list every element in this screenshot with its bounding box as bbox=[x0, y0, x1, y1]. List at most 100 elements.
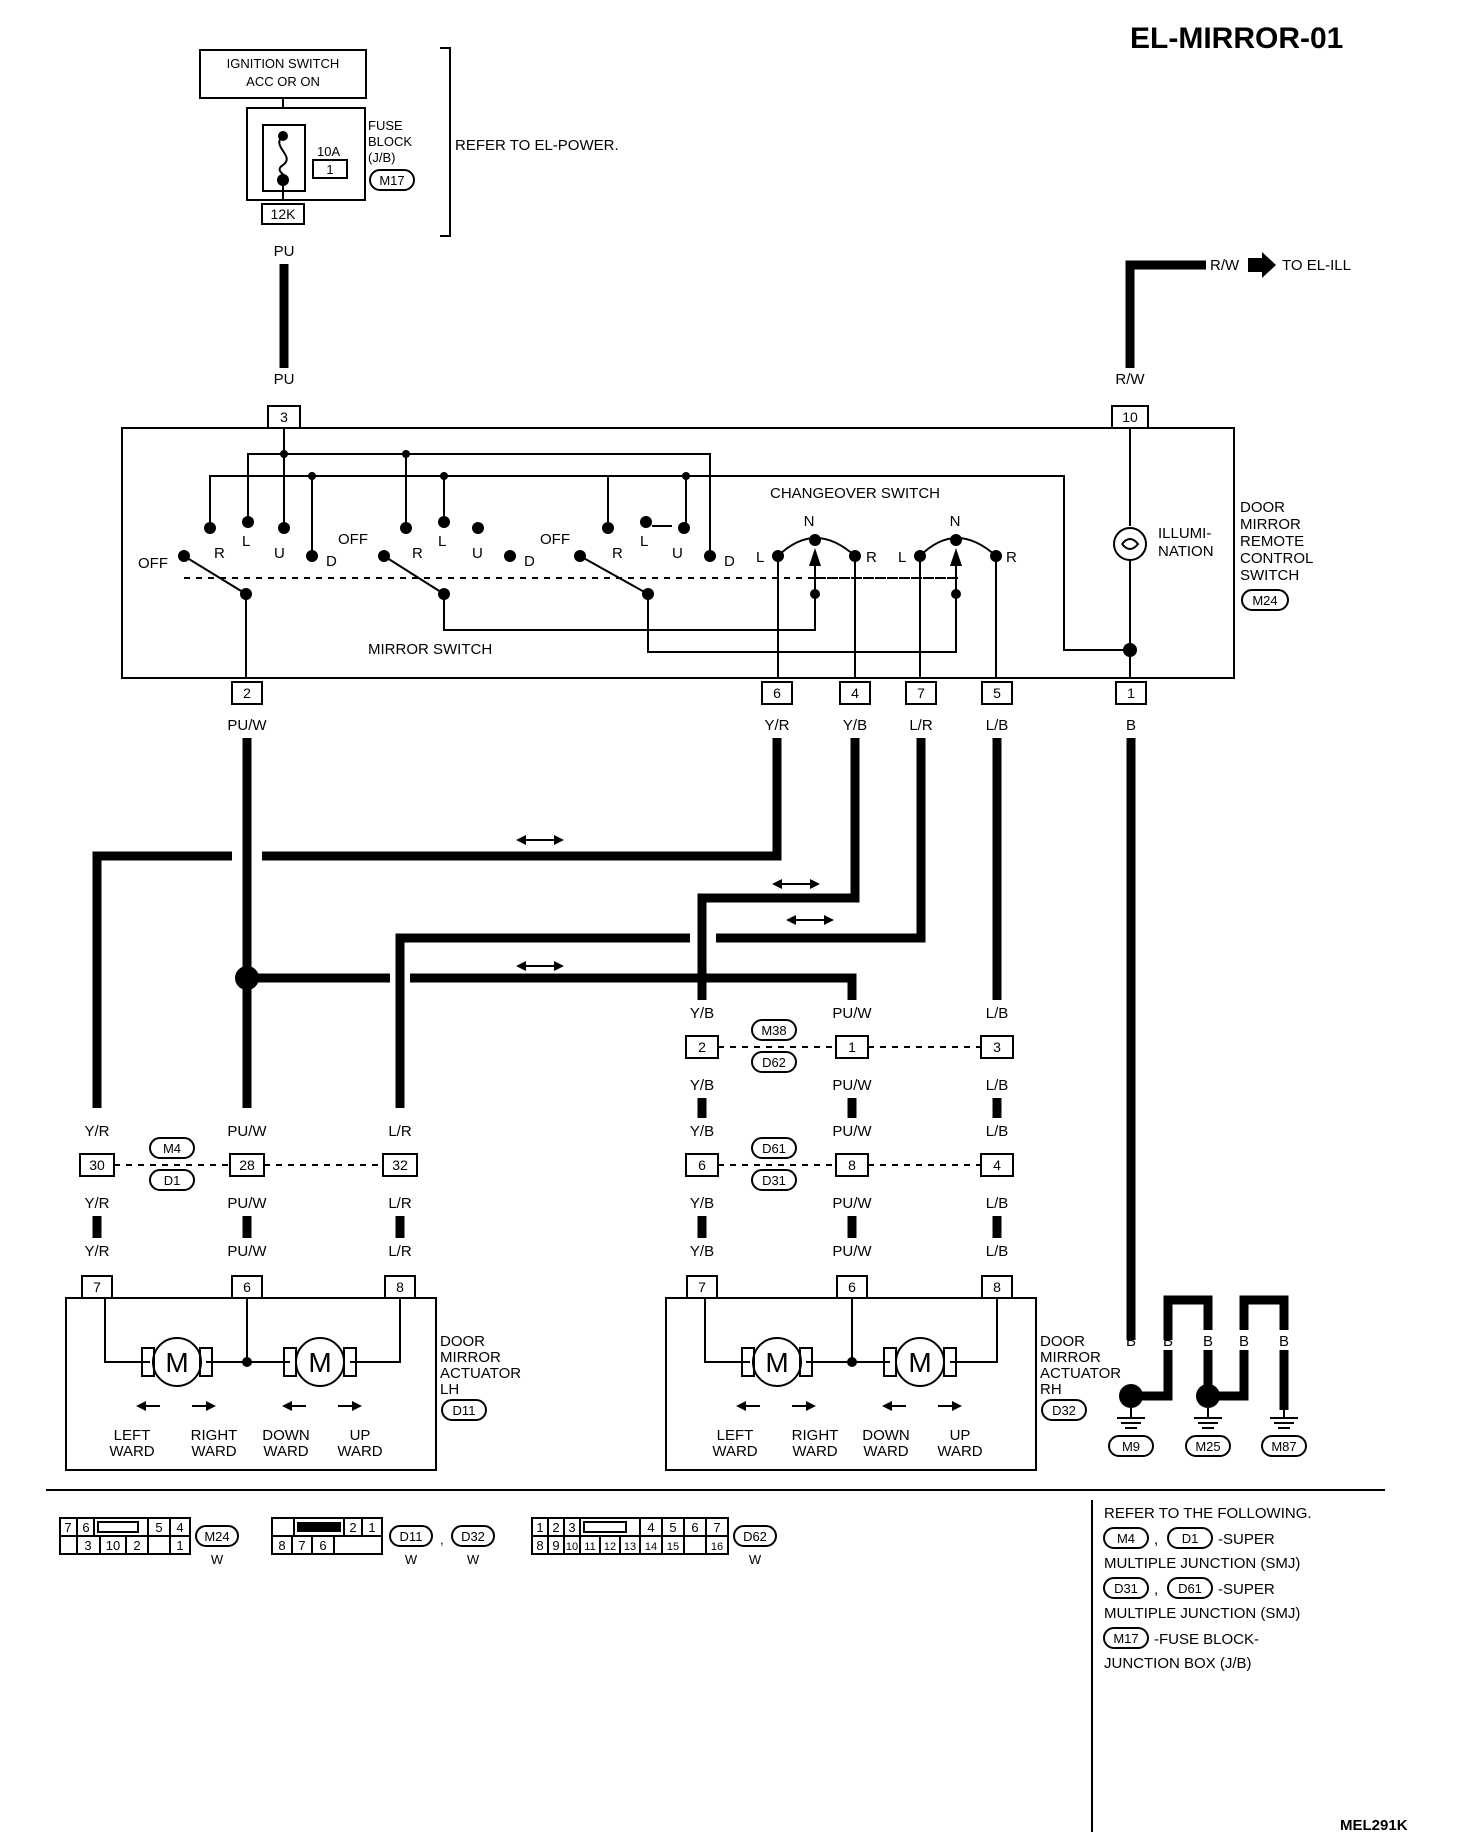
svg-text:7: 7 bbox=[93, 1279, 101, 1295]
svg-text:2: 2 bbox=[552, 1520, 559, 1535]
svg-text:PU/W: PU/W bbox=[832, 1005, 872, 1022]
svg-text:M17: M17 bbox=[1113, 1631, 1138, 1646]
wire-rw bbox=[1125, 260, 1206, 368]
svg-text:4: 4 bbox=[647, 1520, 654, 1535]
svg-text:MULTIPLE JUNCTION (SMJ): MULTIPLE JUNCTION (SMJ) bbox=[1104, 1605, 1300, 1622]
to-el-ill: TO EL-ILL bbox=[1282, 257, 1351, 274]
svg-text:3: 3 bbox=[993, 1039, 1001, 1055]
svg-text:6: 6 bbox=[82, 1520, 89, 1535]
svg-text:7: 7 bbox=[698, 1279, 706, 1295]
svg-text:L/B: L/B bbox=[986, 1123, 1009, 1140]
svg-text:PU/W: PU/W bbox=[227, 717, 267, 734]
svg-text:DOOR: DOOR bbox=[1040, 1333, 1085, 1350]
figure-id: MEL291K bbox=[1340, 1817, 1408, 1834]
illumination-lamp: ILLUMI- NATION bbox=[1113, 428, 1214, 678]
changeover-switch: CHANGEOVER SWITCH N L R N L R bbox=[756, 485, 1017, 678]
svg-text:11: 11 bbox=[584, 1541, 595, 1553]
svg-text:R: R bbox=[1006, 549, 1017, 566]
svg-text:DOOR: DOOR bbox=[440, 1333, 485, 1350]
svg-text:L: L bbox=[898, 549, 906, 566]
svg-text:1: 1 bbox=[368, 1520, 375, 1535]
svg-text:B: B bbox=[1203, 1333, 1213, 1350]
svg-text:PU/W: PU/W bbox=[832, 1077, 872, 1094]
svg-text:6: 6 bbox=[698, 1157, 706, 1173]
right-junction-1: Y/B PU/W L/B 2 1 3 M38 D62 Y/B PU/W L/B bbox=[685, 1005, 1014, 1094]
svg-text:Y/B: Y/B bbox=[690, 1005, 714, 1022]
svg-text:D32: D32 bbox=[461, 1529, 485, 1544]
svg-text:13: 13 bbox=[624, 1541, 636, 1553]
svg-text:RIGHT: RIGHT bbox=[792, 1427, 839, 1444]
svg-text:LEFT: LEFT bbox=[717, 1427, 754, 1444]
svg-text:PU/W: PU/W bbox=[832, 1243, 872, 1260]
svg-text:5: 5 bbox=[155, 1520, 162, 1535]
svg-text:Y/R: Y/R bbox=[84, 1123, 109, 1140]
svg-text:Y/R: Y/R bbox=[84, 1195, 109, 1212]
fuse-block-connector: M17 bbox=[379, 173, 404, 188]
svg-text:R: R bbox=[214, 545, 225, 562]
svg-text:1: 1 bbox=[536, 1520, 543, 1535]
svg-text:DOWN: DOWN bbox=[862, 1427, 910, 1444]
svg-text:DOOR: DOOR bbox=[1240, 499, 1285, 516]
svg-text:Y/B: Y/B bbox=[690, 1123, 714, 1140]
pin-10: 10 bbox=[1111, 405, 1149, 429]
left-junction: Y/R PU/W L/R 30 28 32 M4 D1 Y/R PU/W L/R bbox=[79, 1123, 418, 1212]
svg-text:D31: D31 bbox=[1114, 1581, 1138, 1596]
svg-text:L: L bbox=[640, 533, 648, 550]
svg-text:3: 3 bbox=[568, 1520, 575, 1535]
svg-text:2: 2 bbox=[133, 1538, 140, 1553]
svg-text:1: 1 bbox=[176, 1538, 183, 1553]
svg-text:L/R: L/R bbox=[388, 1243, 412, 1260]
svg-text:D62: D62 bbox=[762, 1055, 786, 1070]
svg-text:W: W bbox=[405, 1552, 418, 1567]
svg-text:D1: D1 bbox=[1182, 1531, 1199, 1546]
svg-text:6: 6 bbox=[319, 1538, 326, 1553]
fuse-out-pin: 12K bbox=[261, 203, 305, 225]
svg-text:14: 14 bbox=[645, 1541, 657, 1553]
arrow-right-icon bbox=[1248, 252, 1276, 278]
svg-text:2: 2 bbox=[698, 1039, 706, 1055]
svg-text:2: 2 bbox=[243, 685, 251, 701]
svg-text:N: N bbox=[950, 513, 961, 530]
svg-text:B: B bbox=[1126, 717, 1136, 734]
svg-text:PU/W: PU/W bbox=[832, 1195, 872, 1212]
actuator-rh: Y/B PU/W L/B 7 6 8 M M LEFT WARD RIGHT W… bbox=[665, 1243, 1121, 1471]
svg-text:7: 7 bbox=[713, 1520, 720, 1535]
svg-text:7: 7 bbox=[917, 685, 925, 701]
svg-text:MIRROR: MIRROR bbox=[1040, 1349, 1101, 1366]
motor-icon: M bbox=[165, 1347, 188, 1378]
svg-text:(J/B): (J/B) bbox=[368, 150, 395, 165]
svg-text:5: 5 bbox=[669, 1520, 676, 1535]
svg-text:D61: D61 bbox=[1178, 1581, 1202, 1596]
svg-text:M4: M4 bbox=[1117, 1531, 1135, 1546]
svg-text:OFF: OFF bbox=[540, 531, 570, 548]
remote-switch-box bbox=[121, 427, 1235, 679]
svg-text:12: 12 bbox=[604, 1541, 616, 1553]
svg-text:10: 10 bbox=[1122, 409, 1138, 425]
connector-view-d62: 1 2 3 4 5 6 7 8 9 10 11 12 13 14 15 16 D… bbox=[531, 1517, 777, 1567]
svg-text:6: 6 bbox=[773, 685, 781, 701]
svg-text:D31: D31 bbox=[762, 1173, 786, 1188]
fuse-number: 1 bbox=[326, 162, 333, 177]
svg-text:N: N bbox=[804, 513, 815, 530]
svg-text:L/B: L/B bbox=[986, 1005, 1009, 1022]
svg-text:RH: RH bbox=[1040, 1381, 1062, 1398]
svg-text:2: 2 bbox=[349, 1520, 356, 1535]
actuator-lh: Y/R PU/W L/R 7 6 8 M M LEFT WARD RIGHT W… bbox=[65, 1243, 521, 1471]
refer-note: REFER TO EL-POWER. bbox=[455, 137, 619, 154]
svg-text:PU/W: PU/W bbox=[832, 1123, 872, 1140]
svg-text:SWITCH: SWITCH bbox=[1240, 567, 1299, 584]
svg-text:M4: M4 bbox=[163, 1141, 181, 1156]
svg-text:R: R bbox=[866, 549, 877, 566]
svg-text:D11: D11 bbox=[400, 1529, 423, 1544]
svg-text:-FUSE BLOCK-: -FUSE BLOCK- bbox=[1154, 1631, 1259, 1648]
svg-text:30: 30 bbox=[89, 1157, 105, 1173]
fuse-rating: 10A bbox=[317, 144, 340, 159]
svg-text:8: 8 bbox=[278, 1538, 285, 1553]
svg-text:3: 3 bbox=[280, 409, 288, 425]
svg-text:8: 8 bbox=[848, 1157, 856, 1173]
svg-text:Y/R: Y/R bbox=[764, 717, 789, 734]
svg-text:5: 5 bbox=[993, 685, 1001, 701]
svg-text:Y/B: Y/B bbox=[690, 1077, 714, 1094]
svg-text:10: 10 bbox=[106, 1538, 120, 1553]
svg-text:U: U bbox=[274, 545, 285, 562]
